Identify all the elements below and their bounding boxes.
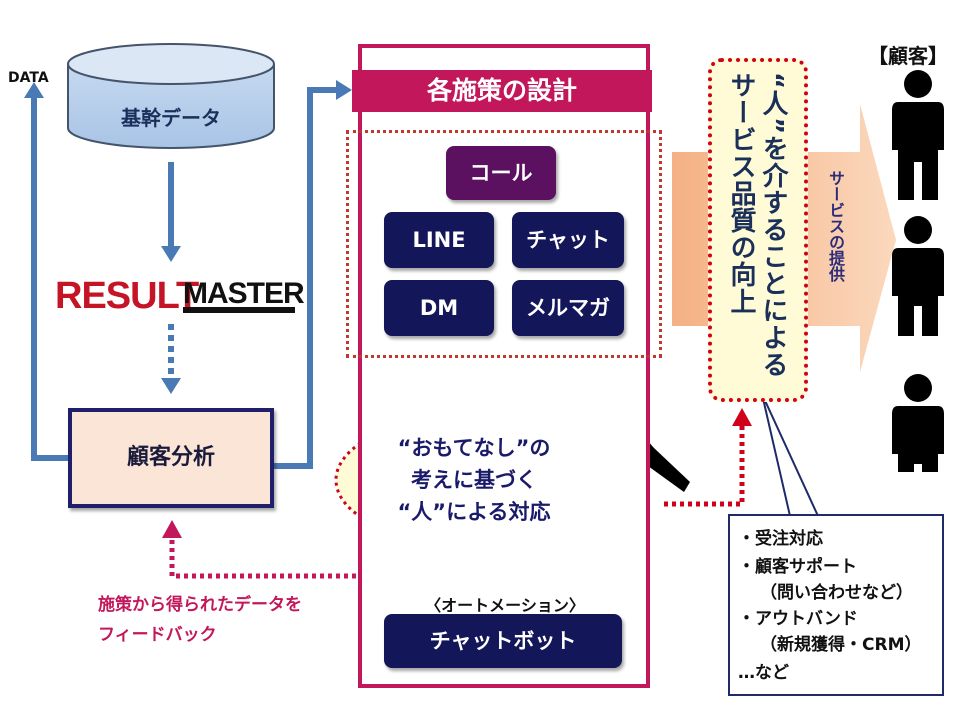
omotenashi-line-3: “人”による対応: [397, 500, 551, 524]
customer-person-icon: [892, 374, 944, 472]
logo-underline: [183, 307, 295, 313]
callout-item: ・受注対応: [738, 529, 823, 549]
quality-line-2: サービス品質の向上: [726, 72, 756, 315]
arrow-staff-to-quality: [664, 408, 752, 507]
service-quality-box: “人”を介することによる サービス品質の向上: [708, 58, 808, 402]
channel-dm-button[interactable]: DM: [384, 280, 494, 336]
omotenashi-line-1: “おもてなし”の: [397, 436, 551, 460]
result-master-logo: RESULT MASTER: [55, 275, 305, 318]
callout-item: （問い合わせなど）: [760, 583, 913, 603]
feedback-line-2: フィードバック: [98, 625, 217, 645]
channel-mailmag-button[interactable]: メルマガ: [512, 280, 624, 336]
quality-line-1: “人”を介することによる: [758, 72, 788, 379]
customer-person-icon: [892, 70, 944, 200]
logo-master-text: MASTER: [183, 277, 305, 310]
feedback-line-1: 施策から得られたデータを: [98, 595, 302, 615]
channel-call-button[interactable]: コール: [446, 146, 556, 200]
omotenashi-line-2: 考えに基づく: [411, 468, 537, 492]
arrow-feedback: [162, 520, 356, 579]
channel-chat-button[interactable]: チャット: [512, 212, 624, 268]
panel-title: 各施策の設計: [352, 70, 652, 112]
customer-figures: [892, 70, 944, 472]
channel-line-button[interactable]: LINE: [384, 212, 494, 268]
chatbot-button[interactable]: チャットボット: [384, 614, 622, 668]
arrow-db-to-system: [161, 162, 181, 262]
omotenashi-text: “おもてなし”の 考えに基づく “人”による対応: [340, 414, 608, 548]
service-provision-label: サービスの提供: [826, 170, 845, 282]
customers-title: 【顧客】: [868, 44, 948, 68]
arrow-analysis-to-data: [24, 82, 68, 461]
callout-item: …など: [738, 663, 789, 683]
callout-pointer: [761, 393, 820, 517]
channels-group: [346, 130, 662, 358]
customer-analysis-label: 顧客分析: [126, 445, 215, 470]
data-tag: DATA: [8, 70, 49, 86]
callout-item: ・アウトバンド: [738, 609, 858, 629]
customer-analysis-box: 顧客分析: [68, 408, 274, 508]
callout-item: （新規獲得・CRM）: [760, 635, 922, 655]
database-cylinder: [67, 43, 275, 149]
logo-result-text: RESULT: [55, 275, 199, 317]
arrow-analysis-to-panel: [274, 80, 352, 469]
customer-person-icon: [892, 216, 944, 336]
callout-item: ・顧客サポート: [738, 557, 857, 577]
core-data-label: 基幹データ: [121, 106, 221, 130]
arrow-system-to-analysis: [161, 324, 181, 394]
feedback-label: 施策から得られたデータを フィードバック: [98, 590, 302, 650]
automation-label: 〈オートメーション〉: [425, 596, 585, 615]
tasks-callout: ・受注対応 ・顧客サポート （問い合わせなど） ・アウトバンド （新規獲得・CR…: [728, 514, 944, 696]
